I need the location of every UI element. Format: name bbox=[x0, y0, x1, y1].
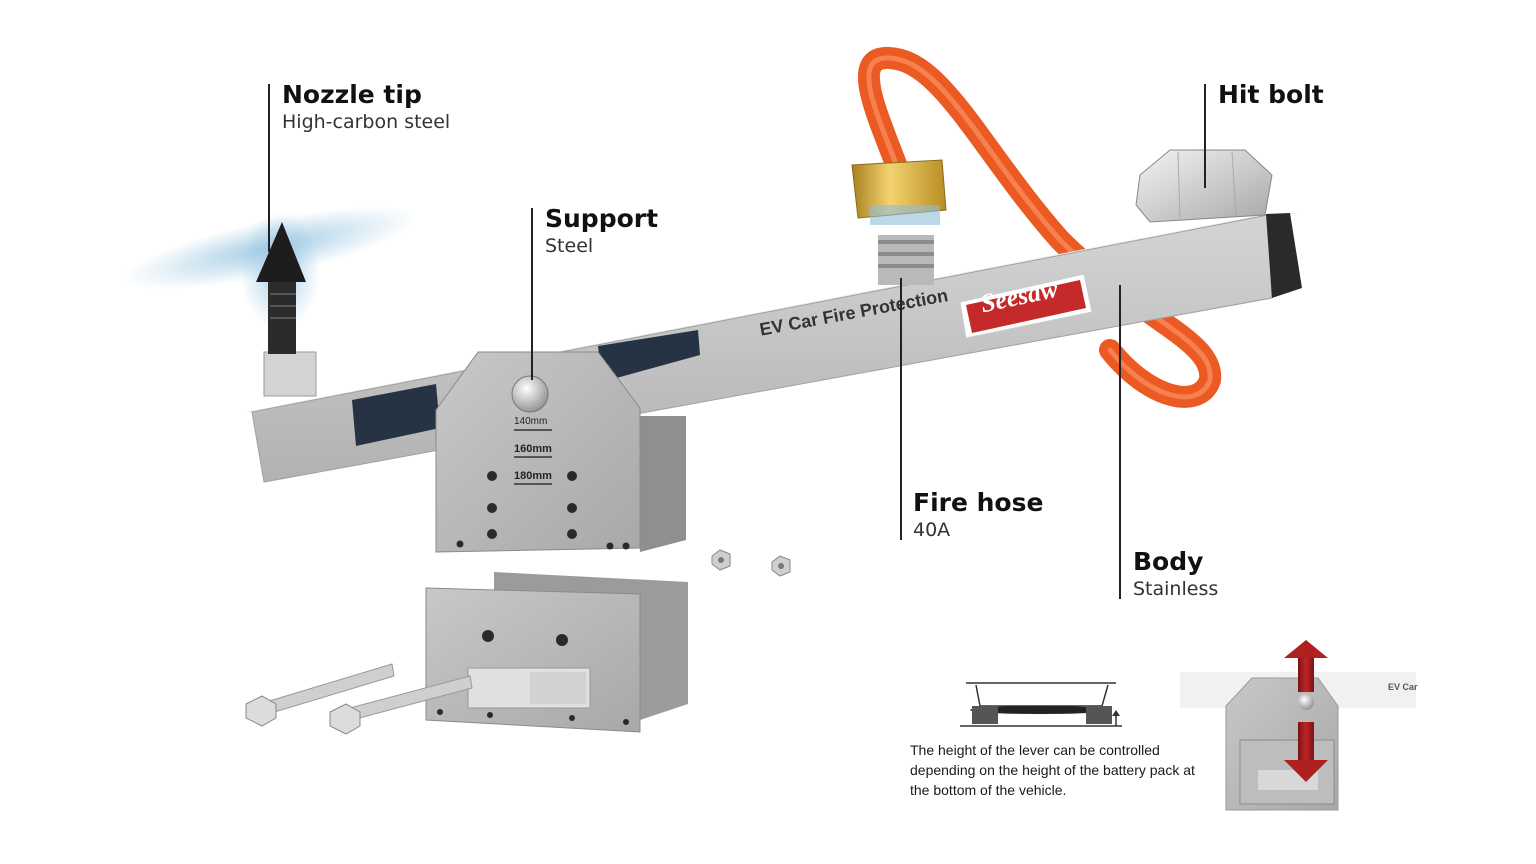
callout-title: Fire hose bbox=[913, 488, 1044, 517]
leader-line bbox=[1204, 84, 1206, 188]
leader-line bbox=[900, 278, 902, 540]
brand-logo bbox=[959, 273, 1093, 339]
bolts bbox=[245, 663, 473, 735]
mark-160: 160mm bbox=[514, 443, 552, 455]
support-bracket bbox=[435, 351, 686, 553]
callout-body: Body Stainless bbox=[1119, 285, 1219, 601]
hose-coupling bbox=[851, 159, 947, 285]
clearance-diagram bbox=[960, 682, 1122, 727]
callout-hit-bolt: Hit bolt bbox=[1204, 80, 1324, 188]
height-adjust-inset bbox=[1180, 640, 1416, 811]
base-bracket bbox=[425, 572, 688, 733]
callout-title: Body bbox=[1133, 547, 1204, 576]
leader-line bbox=[531, 208, 533, 380]
callout-title: Nozzle tip bbox=[282, 80, 422, 109]
callout-support: Support Steel bbox=[531, 204, 659, 380]
nozzle-tip bbox=[256, 222, 317, 397]
callout-fire-hose: Fire hose 40A bbox=[900, 278, 1044, 542]
callout-subtitle: 40A bbox=[913, 519, 951, 541]
mark-180: 180mm bbox=[514, 470, 552, 482]
callout-subtitle: High-carbon steel bbox=[282, 111, 451, 133]
callout-subtitle: Stainless bbox=[1133, 578, 1219, 600]
inset-body-print: EV Car bbox=[1388, 682, 1418, 692]
leader-line bbox=[268, 84, 270, 252]
body-bar bbox=[247, 213, 1302, 483]
callout-subtitle: Steel bbox=[545, 235, 594, 257]
callout-nozzle-tip: Nozzle tip High-carbon steel bbox=[268, 80, 451, 252]
leader-line bbox=[1119, 285, 1121, 599]
callout-title: Hit bolt bbox=[1218, 80, 1324, 109]
mark-140: 140mm bbox=[514, 416, 548, 427]
height-caption: The height of the lever can be controlle… bbox=[910, 742, 1195, 798]
fire-hose bbox=[857, 47, 1222, 408]
callout-title: Support bbox=[545, 204, 659, 233]
